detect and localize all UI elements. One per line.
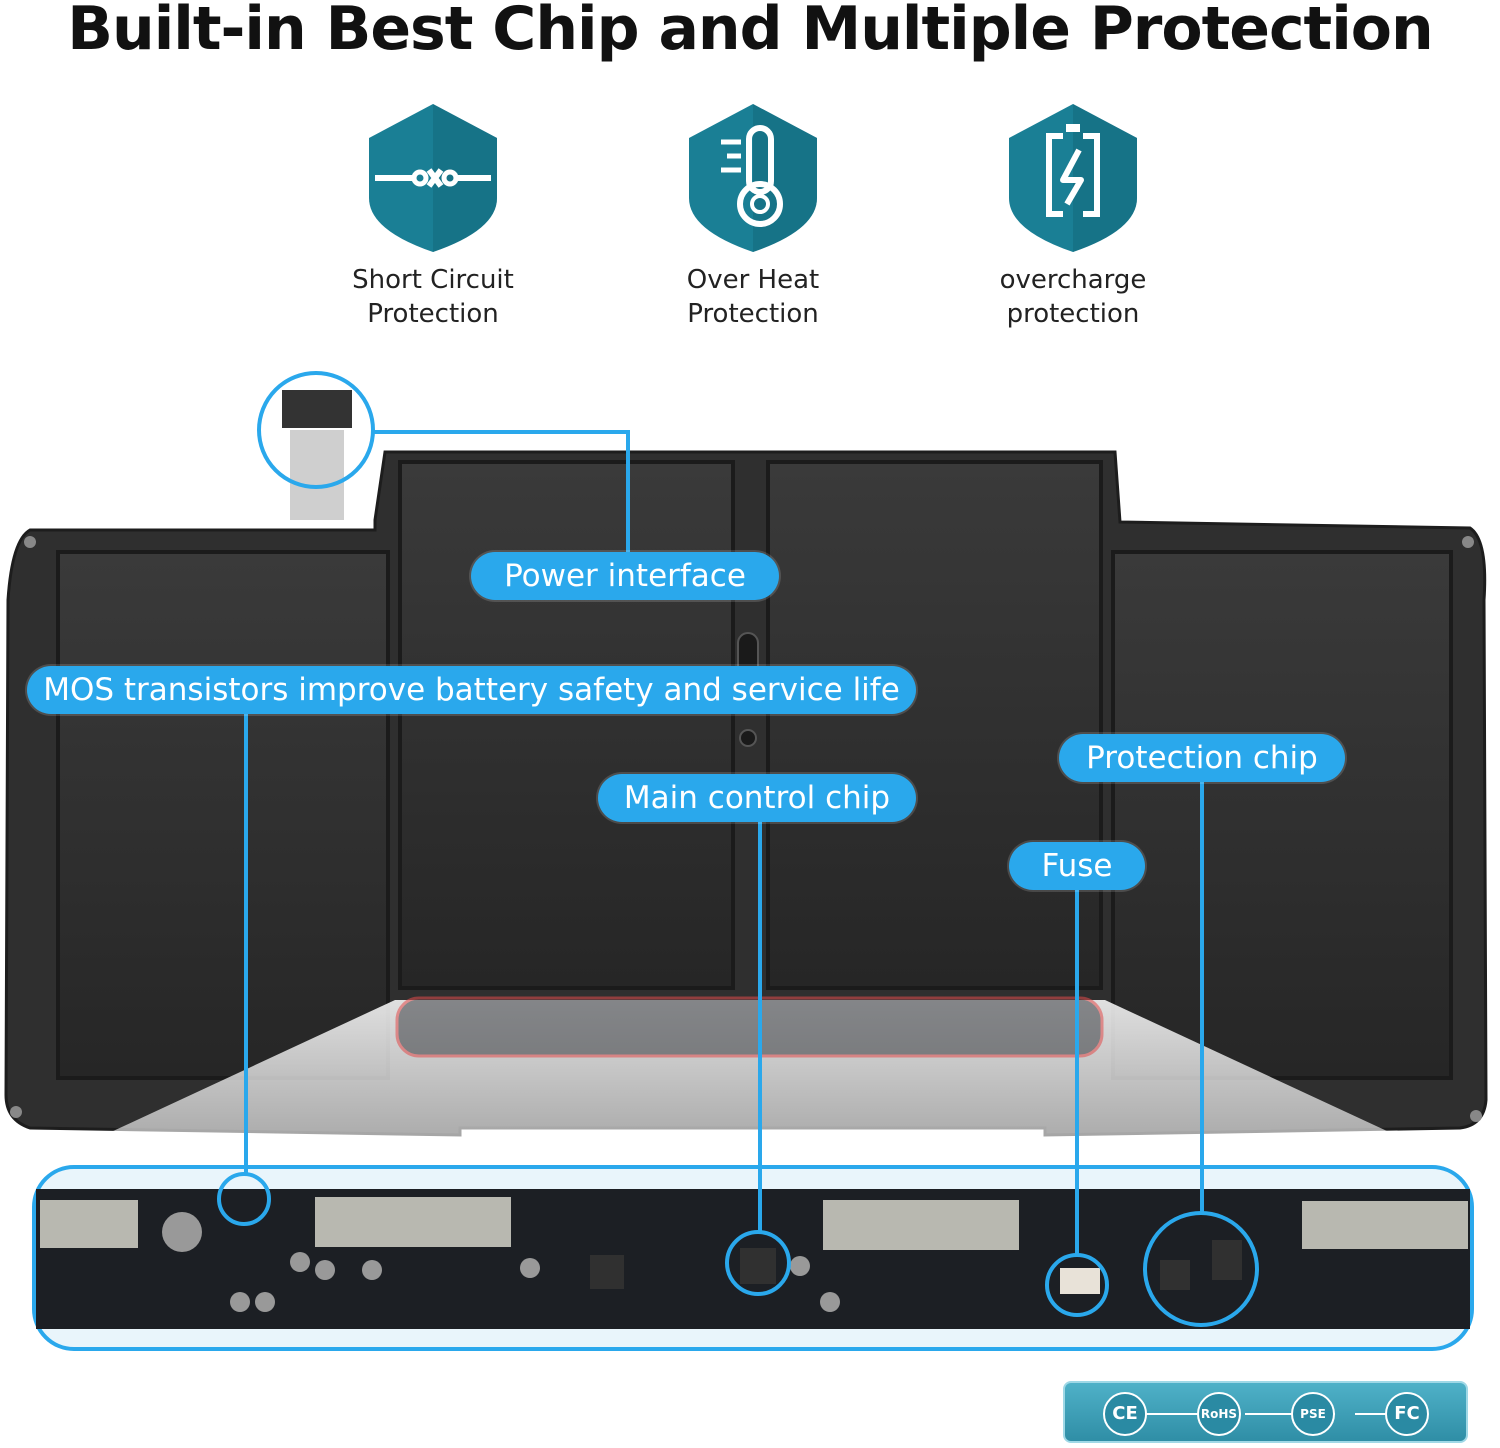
thermometer-shield-icon <box>689 104 817 252</box>
battery-cell <box>1111 550 1453 1080</box>
power-connector <box>282 390 352 428</box>
ce-mark-icon: CE <box>1103 1392 1147 1436</box>
main-control-chip-label: Main control chip <box>598 774 916 822</box>
battery-cell <box>56 550 390 1080</box>
power-leader-line <box>373 430 630 553</box>
pcb-strip <box>395 996 1104 1058</box>
short-circuit-shield-icon <box>369 104 497 252</box>
rohs-mark-icon: RoHS <box>1197 1392 1241 1436</box>
battery-cell <box>398 460 735 990</box>
pse-mark-icon: PSE <box>1291 1392 1335 1436</box>
magnify-beam <box>40 1000 1460 1165</box>
page-title: Built-in Best Chip and Multiple Protecti… <box>67 0 1433 64</box>
certification-strip: CE RoHS PSE FC <box>1063 1381 1468 1443</box>
battery-charge-shield-icon <box>1009 104 1137 252</box>
power-interface-label: Power interface <box>471 552 779 600</box>
battery-cell <box>766 460 1103 990</box>
fcc-mark-icon: FC <box>1385 1392 1429 1436</box>
mos-transistor-label: MOS transistors improve battery safety a… <box>27 666 916 714</box>
protection-chip-label: Protection chip <box>1059 734 1345 782</box>
fuse-label: Fuse <box>1009 842 1145 890</box>
